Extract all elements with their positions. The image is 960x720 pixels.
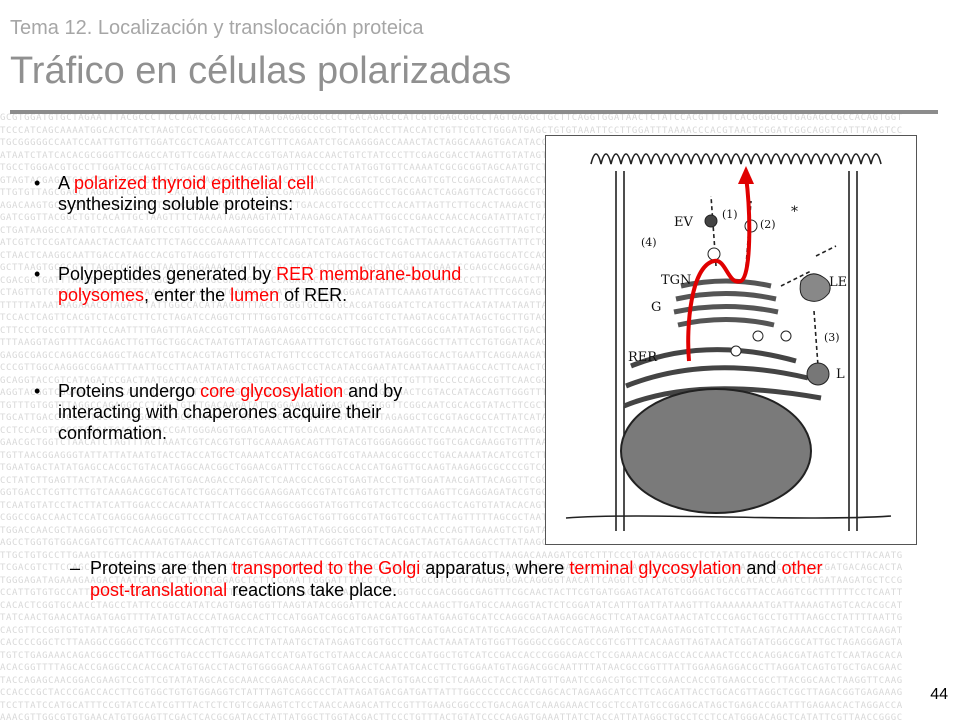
page-number: 44 bbox=[930, 686, 948, 703]
body-text: and bbox=[741, 558, 782, 578]
slide-title: Tráfico en células polarizadas bbox=[10, 50, 512, 92]
label-p1: (1) bbox=[722, 208, 738, 221]
transport-arrow-head bbox=[738, 166, 754, 184]
label-p3: (3) bbox=[824, 331, 840, 344]
label-rer: RER bbox=[628, 350, 658, 365]
bullet-mark: • bbox=[34, 264, 41, 284]
bullet-3-text: Proteins undergo core glycosylation and … bbox=[58, 381, 402, 443]
dashed-arrow-golgi-le bbox=[780, 270, 812, 287]
bullet-2: • Polypeptides generated by RER membrane… bbox=[34, 264, 478, 306]
dna-sequence-background: GCGTGGATGTGCTAGAATTTACGCCCTTCCTAACCGTCTA… bbox=[0, 113, 903, 720]
golgi-cisterna-3 bbox=[673, 304, 779, 315]
bullet-mark: • bbox=[34, 173, 41, 193]
vesicle bbox=[704, 214, 718, 228]
sub-bullet-mark: – bbox=[70, 558, 81, 578]
label-p4: (4) bbox=[641, 236, 657, 249]
golgi-cisterna-4 bbox=[677, 317, 775, 328]
vesicle bbox=[707, 247, 721, 261]
vesicle bbox=[780, 330, 792, 342]
body-text: apparatus, where bbox=[420, 558, 570, 578]
label-ev: EV bbox=[674, 215, 693, 230]
highlighted-text: terminal glycosylation bbox=[569, 558, 742, 578]
bullet-1-text: A polarized thyroid epithelial cell synt… bbox=[58, 173, 314, 214]
late-endosome bbox=[799, 273, 831, 302]
lysosome bbox=[806, 362, 830, 386]
dashed-arrow-le-basal bbox=[815, 245, 837, 257]
cell-diagram: EV TGN G RER LE L (1) (2) (3) (4) * bbox=[545, 135, 917, 545]
dashed-arrow-apical bbox=[710, 195, 717, 267]
body-text: , enter the bbox=[144, 285, 231, 305]
rer-cisterna-1 bbox=[630, 347, 797, 369]
label-l: L bbox=[836, 367, 845, 382]
label-g: G bbox=[651, 300, 661, 315]
body-text: Proteins are then bbox=[90, 558, 233, 578]
apical-microvilli bbox=[590, 153, 882, 165]
title-divider bbox=[10, 110, 938, 114]
highlighted-text: core glycosylation bbox=[200, 381, 344, 401]
transport-arrow bbox=[686, 175, 752, 362]
body-text: A bbox=[58, 173, 75, 193]
bullet-1: • A polarized thyroid epithelial cell sy… bbox=[34, 173, 418, 215]
label-le: LE bbox=[829, 275, 847, 290]
golgi-cisterna-2 bbox=[675, 291, 777, 302]
label-tgn: TGN bbox=[661, 273, 691, 288]
body-text: of RER. bbox=[279, 285, 348, 305]
highlighted-text: lumen bbox=[230, 285, 280, 305]
highlighted-text: RER membrane-bound polysomes bbox=[58, 264, 462, 305]
nucleus bbox=[620, 388, 812, 514]
bullet-mark: • bbox=[34, 381, 41, 401]
slide-topic: Tema 12. Localización y translocación pr… bbox=[10, 17, 424, 39]
vesicle bbox=[730, 345, 742, 357]
golgi-cisterna-1 bbox=[680, 278, 772, 289]
bullet-2-text: Polypeptides generated by RER membrane-b… bbox=[58, 264, 461, 305]
rer-cisterna-2 bbox=[625, 365, 809, 389]
body-text: reactions take place. bbox=[227, 580, 398, 600]
highlighted-text: other post-translational bbox=[90, 558, 823, 600]
label-star: * bbox=[791, 204, 798, 220]
highlighted-text: polarized thyroid epithelial cell bbox=[74, 173, 315, 193]
basal-membrane bbox=[565, 515, 892, 519]
cell-diagram-svg: EV TGN G RER LE L (1) (2) (3) (4) * bbox=[565, 153, 892, 531]
highlighted-text: transported to the Golgi bbox=[232, 558, 421, 578]
label-p2: (2) bbox=[760, 218, 776, 231]
body-text: Polypeptides generated by bbox=[58, 264, 277, 284]
sub-bullet-text: Proteins are then transported to the Gol… bbox=[90, 557, 850, 601]
body-text: and by interacting with chaperones acqui… bbox=[58, 381, 403, 443]
bullet-3: • Proteins undergo core glycosylation an… bbox=[34, 381, 488, 444]
vesicle bbox=[752, 330, 764, 342]
body-text: Proteins undergo bbox=[58, 381, 201, 401]
dashed-arrow-le-l bbox=[813, 310, 819, 367]
body-text: synthesizing soluble proteins: bbox=[58, 194, 294, 214]
